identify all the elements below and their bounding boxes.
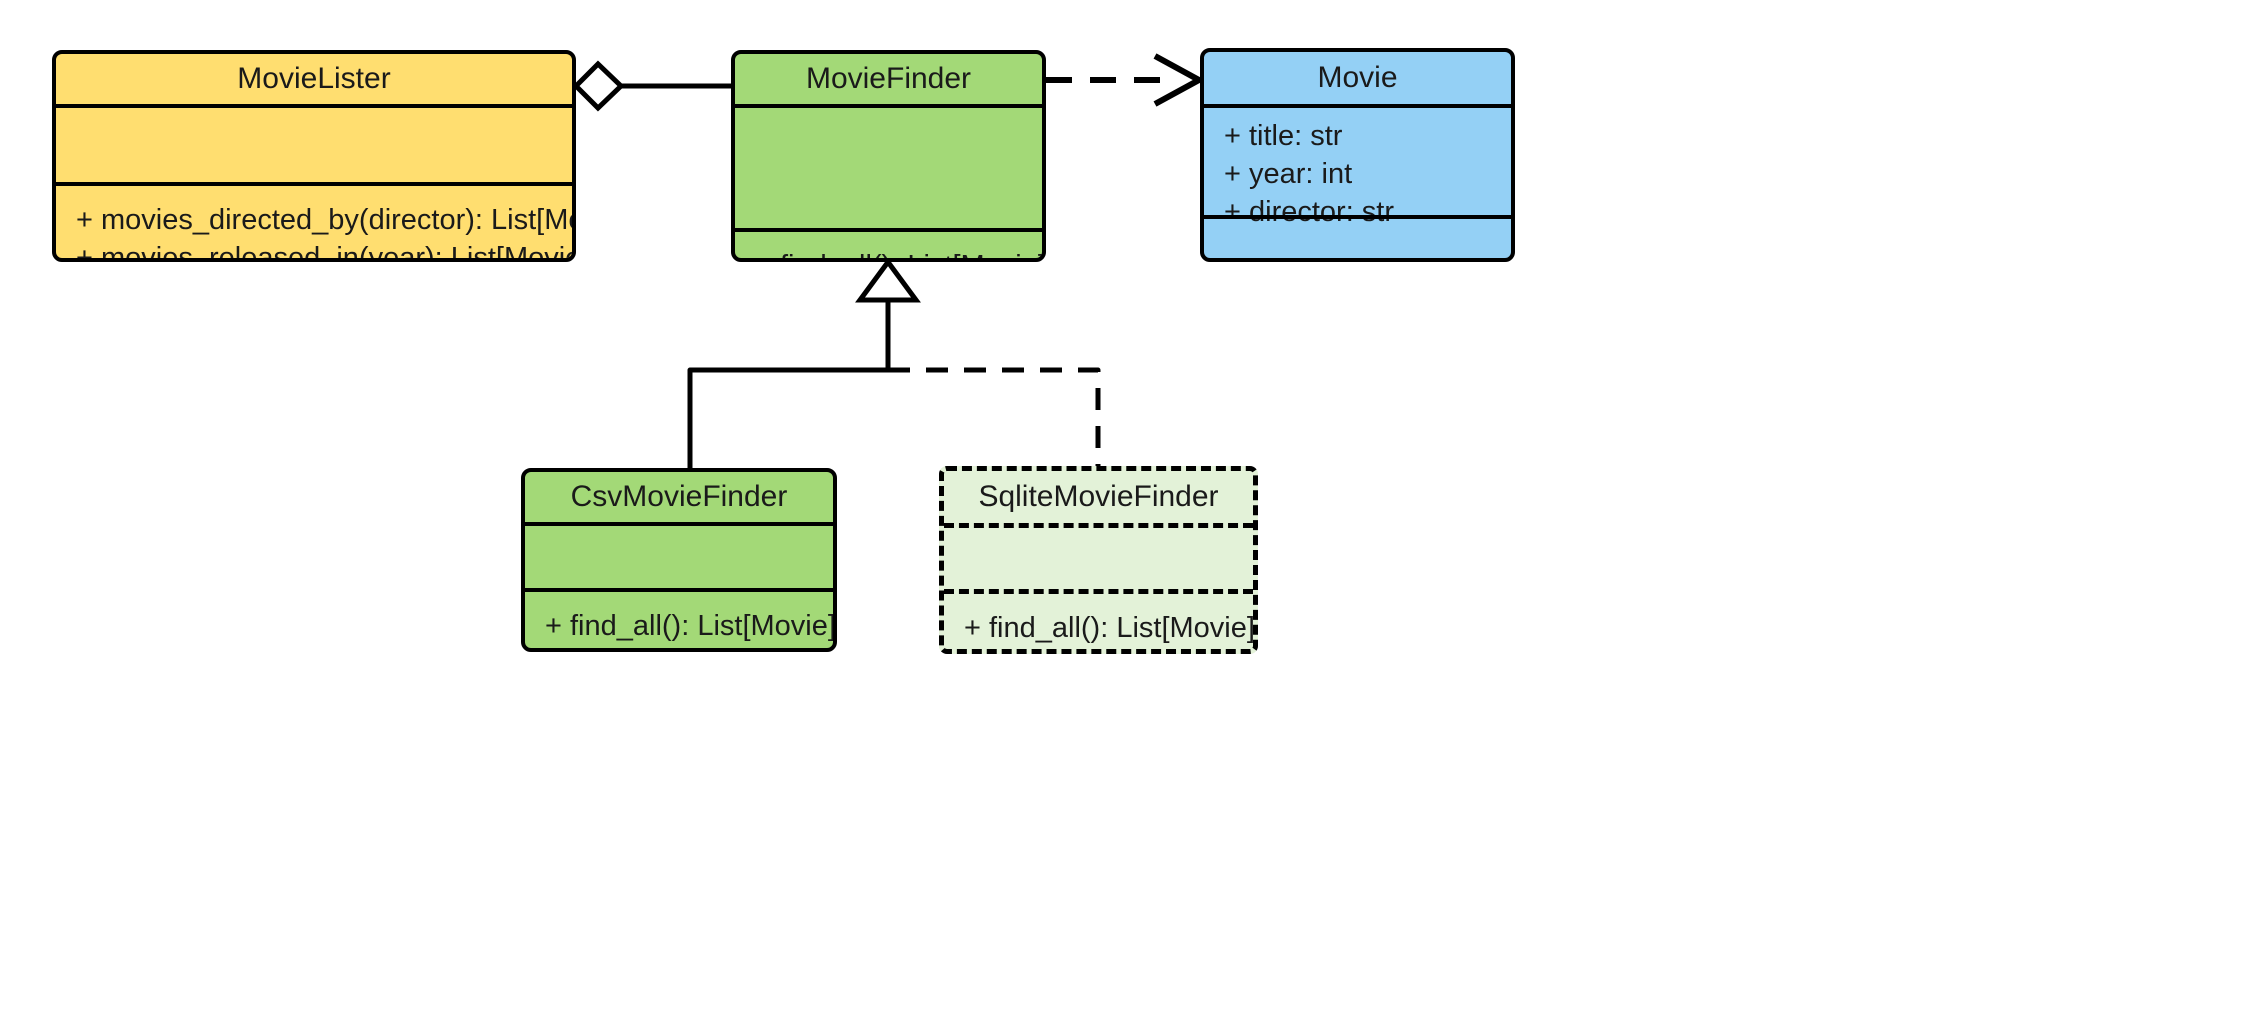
class-member: + find_all(): List[Movie] (755, 248, 1042, 259)
class-member: + director: str (1224, 196, 1395, 228)
class-attributes-movie: + title: str + year: int + director: str (1204, 104, 1511, 227)
class-attributes-csv-movie-finder (525, 522, 833, 588)
inheritance-csv-finder-edge (687, 367, 888, 468)
dependency-finder-movie-edge (1046, 53, 1206, 107)
class-title-movie: Movie (1317, 61, 1398, 94)
class-methods-sqlite-movie-finder: + find_all(): List[Movie] (944, 589, 1255, 649)
class-member: + movies_directed_by(director): List[Mov… (76, 204, 576, 236)
class-box-csv-movie-finder[interactable]: CsvMovieFinder + find_all(): List[Movie] (521, 468, 837, 652)
class-box-movie[interactable]: Movie + title: str + year: int + director:… (1200, 48, 1515, 262)
class-methods-movie-lister: + movies_directed_by(director): List[Mov… (56, 182, 572, 258)
class-attributes-sqlite-movie-finder (944, 523, 1253, 589)
aggregation-lister-finder-edge (572, 60, 731, 112)
class-member: + find_all(): List[Movie] (964, 612, 1255, 644)
class-member: + find_all(): List[Movie] (545, 610, 836, 642)
class-title-sqlite-movie-finder: SqliteMovieFinder (978, 480, 1219, 513)
inheritance-sqlite-line (888, 367, 1101, 466)
class-title-movie-lister: MovieLister (237, 62, 391, 95)
class-box-sqlite-movie-finder[interactable]: SqliteMovieFinder + find_all(): List[Mov… (939, 466, 1258, 654)
class-member: + year: int (1224, 158, 1353, 190)
inheritance-csv-line (687, 367, 888, 468)
class-box-movie-finder[interactable]: MovieFinder + find_all(): List[Movie] (731, 50, 1046, 262)
class-box-movie-lister[interactable]: MovieLister + movies_directed_by(directo… (52, 50, 576, 262)
hollow-triangle-icon (855, 257, 921, 303)
class-methods-movie-finder: + find_all(): List[Movie] (735, 228, 1042, 258)
class-attributes-movie-lister (56, 104, 572, 182)
open-arrow-icon (1153, 53, 1206, 107)
generalization-trunk (855, 257, 921, 370)
inheritance-sqlite-finder-edge (888, 367, 1101, 466)
class-member: + title: str (1224, 120, 1343, 152)
class-member: + movies_released_in(year): List[Movie] (76, 242, 576, 262)
class-methods-csv-movie-finder: + find_all(): List[Movie] (525, 588, 833, 648)
class-attributes-movie-finder (735, 104, 1042, 228)
class-title-movie-finder: MovieFinder (805, 62, 972, 95)
hollow-diamond-icon (572, 60, 625, 112)
class-methods-movie (1204, 215, 1511, 258)
class-title-csv-movie-finder: CsvMovieFinder (570, 480, 788, 513)
